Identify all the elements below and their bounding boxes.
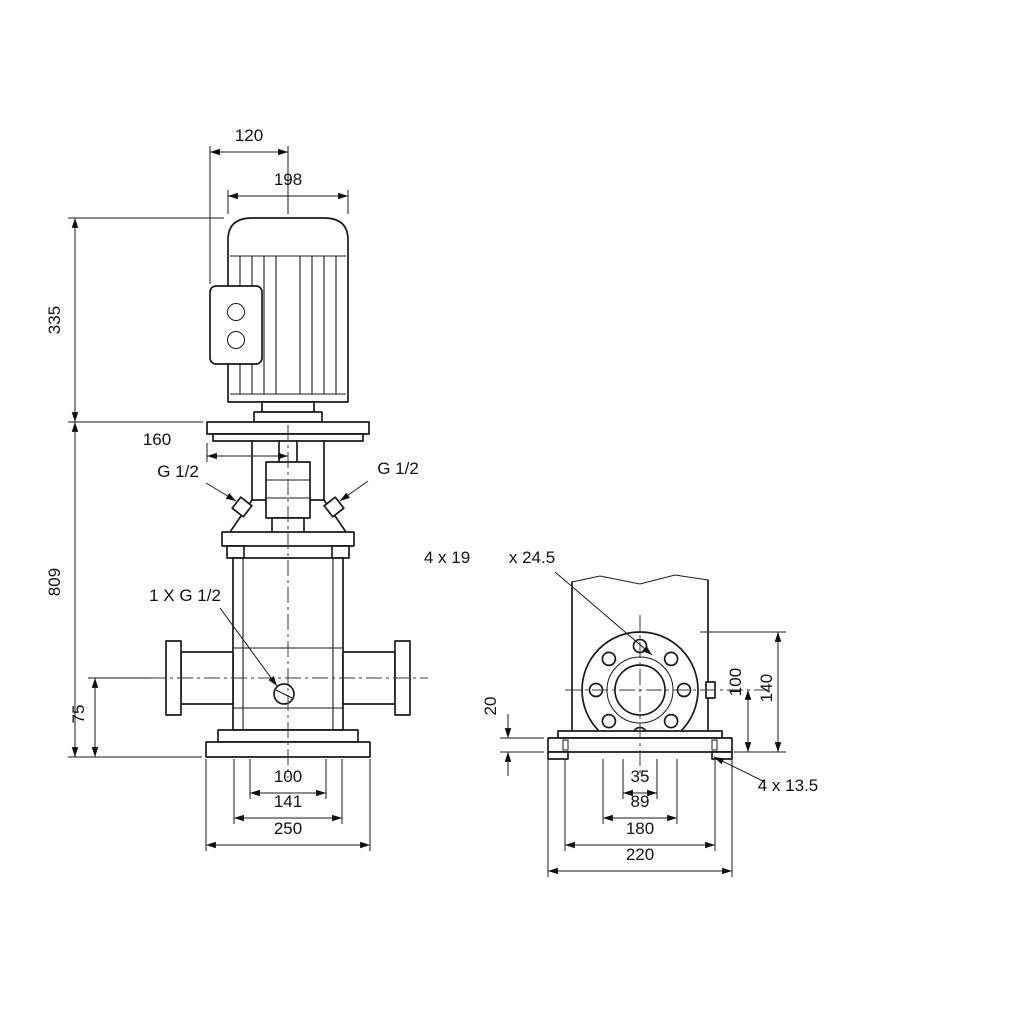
bolt-hole	[663, 713, 679, 729]
dim-label-89: 89	[631, 792, 650, 811]
callout-gauge-left: G 1/2	[157, 462, 237, 502]
break-line	[571, 574, 709, 585]
callout-flange-holes: 4 x 19 x 24.5	[424, 548, 653, 656]
dim-label-120: 120	[235, 126, 263, 145]
port-flanges	[165, 640, 411, 716]
bolt-hole	[663, 651, 679, 667]
gauge-plug-left	[231, 496, 253, 518]
dim-label-809: 809	[45, 568, 64, 596]
terminal-box	[209, 285, 263, 365]
dim-label-140: 140	[757, 674, 776, 702]
dim-label-198: 198	[274, 170, 302, 189]
bolt-hole	[601, 651, 617, 667]
dim-75: 75	[69, 677, 150, 757]
front-view: 120 198 335 809 160 75	[45, 126, 428, 851]
flange-counterbore-label: x 24.5	[509, 548, 555, 567]
dim-160: 160	[143, 430, 288, 462]
dim-20: 20	[481, 697, 544, 776]
dim-label-100-side: 100	[726, 668, 745, 696]
staybolt-nut-left	[226, 545, 245, 559]
dim-label-335: 335	[45, 306, 64, 334]
gauge-left-label: G 1/2	[157, 462, 199, 481]
dim-label-100-front: 100	[274, 767, 302, 786]
gauge-plug-right	[323, 496, 345, 518]
dim-100-side: 100	[726, 668, 786, 753]
callout-base-holes: 4 x 13.5	[713, 756, 819, 795]
drain-plug-slot	[275, 689, 293, 699]
dim-label-35: 35	[631, 767, 650, 786]
dim-label-75: 75	[69, 705, 88, 724]
dim-35: 35	[622, 759, 658, 799]
base-hole-section-left	[562, 739, 569, 751]
motor	[209, 217, 349, 403]
callout-gauge-right: G 1/2	[339, 459, 419, 502]
flange-holes-label: 4 x 19	[424, 548, 470, 567]
dim-label-141: 141	[274, 792, 302, 811]
dim-label-220: 220	[626, 845, 654, 864]
dim-label-250: 250	[274, 819, 302, 838]
dim-100-front: 100	[249, 759, 327, 799]
base-hole-section-right	[711, 739, 718, 751]
dim-335: 335	[45, 217, 224, 423]
drain-label: 1 X G 1/2	[149, 586, 221, 605]
dim-198: 198	[227, 170, 349, 214]
base-foot-left	[547, 751, 569, 760]
cable-entry-bottom-hole	[227, 331, 245, 349]
bolt-hole	[601, 713, 617, 729]
dim-250: 250	[205, 759, 371, 851]
base-holes-label: 4 x 13.5	[758, 776, 819, 795]
dim-label-20: 20	[481, 697, 500, 716]
motor-neck-lower	[253, 411, 323, 423]
dim-180: 180	[564, 759, 716, 851]
dim-140: 140	[700, 631, 786, 752]
side-view: 20 100 140 35 89 180	[424, 548, 818, 877]
cable-entry-top-hole	[227, 303, 245, 321]
dim-89: 89	[602, 759, 678, 824]
callout-drain: 1 X G 1/2	[149, 586, 278, 687]
gauge-right-label: G 1/2	[377, 459, 419, 478]
motor-neck-upper	[261, 401, 315, 413]
dim-809: 809	[45, 422, 202, 758]
dim-label-180: 180	[626, 819, 654, 838]
dim-220: 220	[547, 759, 733, 877]
staybolt-nut-right	[331, 545, 350, 559]
dim-label-160: 160	[143, 430, 171, 449]
dim-120: 120	[209, 126, 289, 284]
dim-141: 141	[233, 759, 343, 824]
